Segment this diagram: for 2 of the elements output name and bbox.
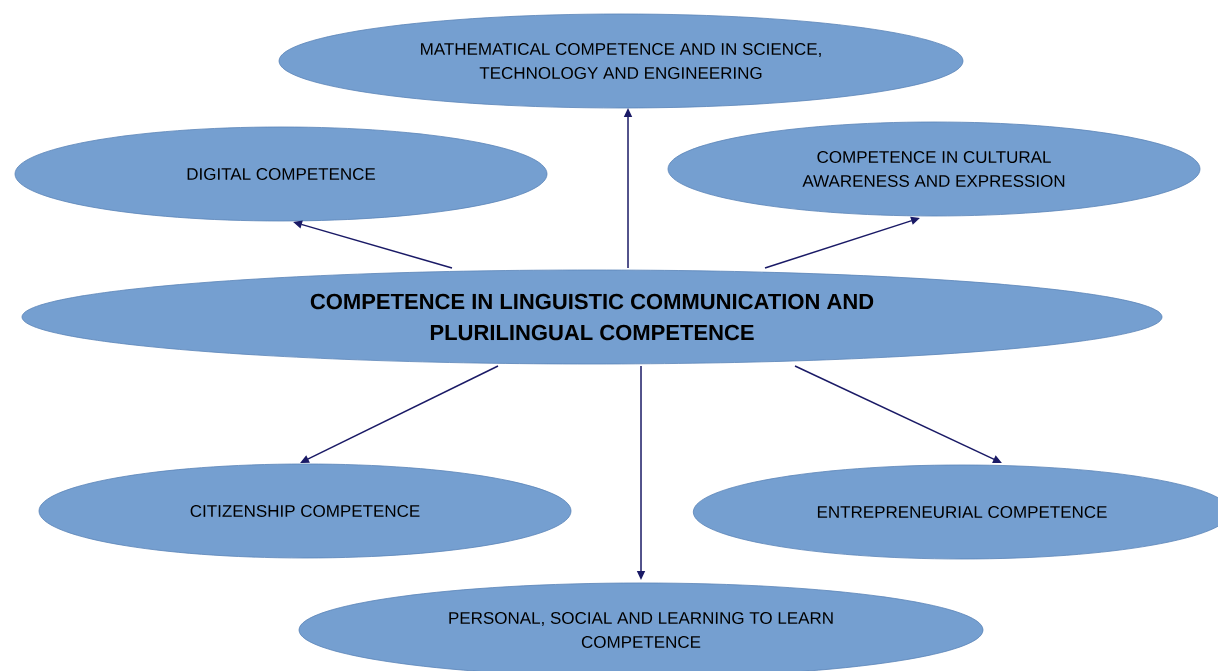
- arrow: [794, 365, 1002, 463]
- arrow: [300, 365, 499, 463]
